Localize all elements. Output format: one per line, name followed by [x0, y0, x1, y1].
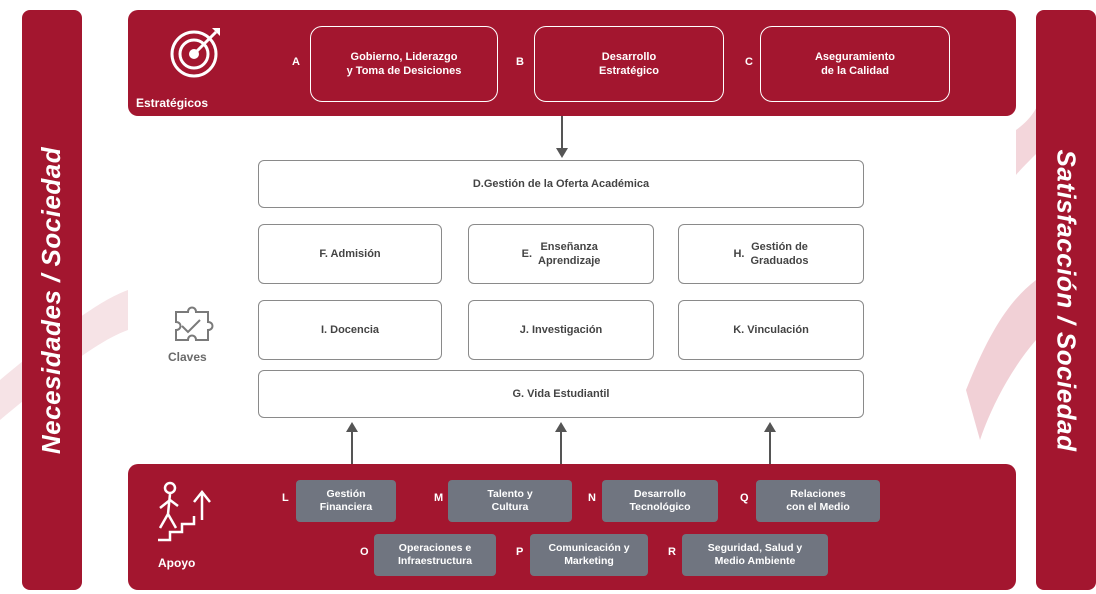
graduates-label: Gestión de Graduados [750, 241, 809, 267]
support-letter-p: P [516, 546, 524, 558]
strategic-process-a: Gobierno, Liderazgo y Toma de Desiciones [310, 26, 498, 102]
teaching-staff-label: I. Docencia [320, 324, 380, 336]
target-icon [170, 28, 220, 78]
admission-label: F. Admisión [319, 248, 381, 260]
strategic-letter-b: B [516, 56, 524, 68]
support-process-l-label: Gestión Financiera [319, 488, 373, 513]
support-letter-q: Q [740, 492, 749, 504]
arrow-up-icon [764, 422, 776, 464]
support-process-r-label: Seguridad, Salud y Medio Ambiente [707, 542, 803, 567]
strategic-letter-c: C [745, 56, 753, 68]
support-letter-n: N [588, 492, 596, 504]
strategic-label: Estratégicos [136, 96, 209, 110]
outreach-box: K. Vinculación [678, 300, 864, 360]
support-process-o: Operaciones e Infraestructura [374, 534, 496, 576]
support-letter-r: R [668, 546, 676, 558]
support-process-l: Gestión Financiera [296, 480, 396, 522]
walking-stairs-icon [158, 481, 211, 542]
graduates-prefix: H. [733, 248, 745, 260]
support-process-p: Comunicación y Marketing [530, 534, 648, 576]
support-process-m-label: Talento y Cultura [487, 488, 533, 513]
support-letter-l: L [282, 492, 289, 504]
support-process-r: Seguridad, Salud y Medio Ambiente [682, 534, 828, 576]
support-process-q: Relaciones con el Medio [756, 480, 880, 522]
teaching-staff-box: I. Docencia [258, 300, 442, 360]
academic-offer-label: D.Gestión de la Oferta Académica [472, 178, 650, 190]
strategic-band: Estratégicos A Gobierno, Liderazgo y Tom… [128, 10, 1016, 116]
strategic-process-a-label: Gobierno, Liderazgo y Toma de Desiciones [346, 51, 462, 77]
strategic-letter-a: A [292, 56, 300, 68]
strategic-process-c-label: Aseguramiento de la Calidad [814, 51, 896, 77]
support-process-o-label: Operaciones e Infraestructura [397, 542, 473, 567]
support-process-q-label: Relaciones con el Medio [786, 488, 850, 513]
student-life-label: G. Vida Estudiantil [512, 388, 610, 400]
needs-society-label: Necesidades / Sociedad [36, 146, 67, 454]
support-letter-o: O [360, 546, 369, 558]
needs-society-bar: Necesidades / Sociedad [22, 10, 82, 590]
arrow-up-icon [346, 422, 358, 464]
support-process-n-label: Desarrollo Tecnológico [629, 488, 691, 513]
outreach-label: K. Vinculación [733, 324, 809, 336]
research-box: J. Investigación [468, 300, 654, 360]
teaching-learning-box: E. Enseñanza Aprendizaje [468, 224, 654, 284]
support-process-m: Talento y Cultura [448, 480, 572, 522]
support-band: Apoyo L Gestión Financiera M Talento y C… [128, 464, 1016, 590]
research-label: J. Investigación [519, 324, 603, 336]
satisfaction-society-bar: Satisfacción / Sociedad [1036, 10, 1096, 590]
support-process-n: Desarrollo Tecnológico [602, 480, 718, 522]
strategic-process-b-label: Desarrollo Estratégico [599, 51, 659, 77]
satisfaction-society-label: Satisfacción / Sociedad [1051, 149, 1082, 451]
puzzle-icon [175, 306, 214, 341]
graduates-box: H. Gestión de Graduados [678, 224, 864, 284]
strategic-process-b: Desarrollo Estratégico [534, 26, 724, 102]
support-process-p-label: Comunicación y Marketing [548, 542, 630, 567]
student-life-box: G. Vida Estudiantil [258, 370, 864, 418]
academic-offer-box: D.Gestión de la Oferta Académica [258, 160, 864, 208]
support-label: Apoyo [158, 556, 196, 570]
strategic-process-c: Aseguramiento de la Calidad [760, 26, 950, 102]
admission-box: F. Admisión [258, 224, 442, 284]
teaching-learning-prefix: E. [521, 248, 533, 260]
arrow-down-icon [556, 116, 568, 158]
arrow-up-icon [555, 422, 567, 464]
teaching-learning-label: Enseñanza Aprendizaje [538, 241, 601, 267]
support-letter-m: M [434, 492, 444, 504]
key-label: Claves [168, 350, 207, 364]
